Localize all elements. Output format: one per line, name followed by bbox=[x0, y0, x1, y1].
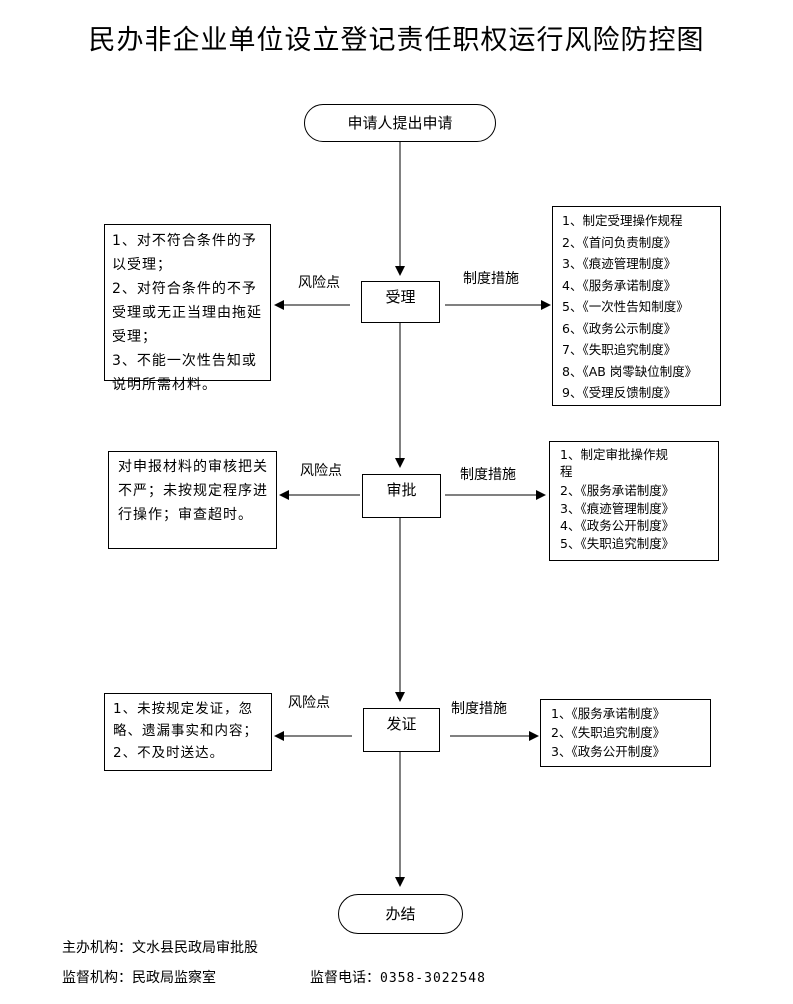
issue-risk-label: 风险点 bbox=[288, 695, 330, 711]
footer-host: 主办机构：文水县民政局审批股 bbox=[62, 937, 258, 957]
accept-measures-label: 制度措施 bbox=[463, 271, 519, 287]
accept-measure-item: 5、《一次性告知制度》 bbox=[562, 299, 689, 314]
footer-supervisor-label: 监督机构： bbox=[62, 970, 132, 986]
end-node-label: 办结 bbox=[385, 905, 416, 923]
issue-measures-box: 1、《服务承诺制度》 2、《失职追究制度》 3、《政务公开制度》 bbox=[540, 699, 711, 767]
review-node: 审批 bbox=[362, 474, 441, 518]
accept-node: 受理 bbox=[361, 281, 440, 323]
review-measure-item: 3、《痕迹管理制度》 bbox=[560, 500, 675, 516]
issue-node: 发证 bbox=[363, 708, 440, 752]
accept-measure-item: 7、《失职追究制度》 bbox=[562, 342, 677, 357]
footer-phone-label: 监督电话： bbox=[310, 970, 380, 986]
start-node: 申请人提出申请 bbox=[304, 104, 496, 142]
accept-measure-item: 4、《服务承诺制度》 bbox=[562, 277, 677, 293]
review-measures-box: 1、制定审批操作规程 2、《服务承诺制度》 3、《痕迹管理制度》 4、《政务公开… bbox=[549, 441, 719, 561]
accept-node-label: 受理 bbox=[385, 288, 416, 306]
review-measures-label: 制度措施 bbox=[460, 467, 516, 483]
footer-host-value: 文水县民政局审批股 bbox=[132, 940, 258, 956]
accept-measure-item: 2、《首问负责制度》 bbox=[562, 234, 677, 250]
issue-measure-item: 2、《失职追究制度》 bbox=[551, 725, 666, 740]
review-measure-item: 2、《服务承诺制度》 bbox=[560, 483, 675, 498]
review-measure-item: 4、《政务公开制度》 bbox=[560, 518, 675, 533]
accept-risk-label: 风险点 bbox=[298, 275, 340, 291]
accept-measure-item: 8、《AB 岗零缺位制度》 bbox=[562, 363, 698, 379]
review-measure-item: 1、制定审批操作规程 bbox=[560, 447, 668, 479]
issue-measure-item: 1、《服务承诺制度》 bbox=[551, 706, 666, 721]
accept-measures-box: 1、制定受理操作规程 2、《首问负责制度》 3、《痕迹管理制度》 4、《服务承诺… bbox=[552, 206, 721, 406]
accept-measure-item: 9、《受理反馈制度》 bbox=[562, 385, 677, 400]
accept-measure-item: 6、《政务公示制度》 bbox=[562, 320, 677, 336]
review-risk-label: 风险点 bbox=[300, 463, 342, 479]
accept-risk-box: 1、对不符合条件的予以受理； 2、对符合条件的不予受理或无正当理由拖延受理； 3… bbox=[104, 224, 271, 393]
footer-supervisor: 监督机构：民政局监察室 bbox=[62, 967, 216, 987]
review-measure-item: 5、《失职追究制度》 bbox=[560, 535, 675, 551]
page-title: 民办非企业单位设立登记责任职权运行风险防控图 bbox=[88, 25, 705, 56]
accept-measure-item: 3、《痕迹管理制度》 bbox=[562, 256, 677, 271]
footer-host-label: 主办机构： bbox=[62, 940, 132, 956]
issue-risk-box: 1、未按规定发证，忽略、遗漏事实和内容； 2、不及时送达。 bbox=[104, 693, 272, 771]
issue-measures-label: 制度措施 bbox=[451, 701, 507, 717]
review-node-label: 审批 bbox=[386, 481, 417, 499]
review-risk-text: 对申报材料的审核把关不严；未按规定程序进行操作；审查超时。 bbox=[118, 459, 268, 523]
issue-node-label: 发证 bbox=[386, 715, 417, 733]
footer-supervisor-value: 民政局监察室 bbox=[132, 970, 216, 986]
end-node: 办结 bbox=[338, 894, 463, 934]
start-node-label: 申请人提出申请 bbox=[347, 114, 453, 132]
accept-risk-text: 1、对不符合条件的予以受理； 2、对符合条件的不予受理或无正当理由拖延受理； 3… bbox=[112, 233, 262, 393]
review-risk-box: 对申报材料的审核把关不严；未按规定程序进行操作；审查超时。 bbox=[108, 451, 277, 549]
footer-phone-value: 0358-3022548 bbox=[380, 971, 486, 986]
footer-phone: 监督电话：0358-3022548 bbox=[310, 967, 486, 987]
issue-measure-item: 3、《政务公开制度》 bbox=[551, 744, 666, 759]
issue-risk-text: 1、未按规定发证，忽略、遗漏事实和内容； 2、不及时送达。 bbox=[113, 701, 258, 761]
accept-measure-item: 1、制定受理操作规程 bbox=[562, 213, 683, 228]
